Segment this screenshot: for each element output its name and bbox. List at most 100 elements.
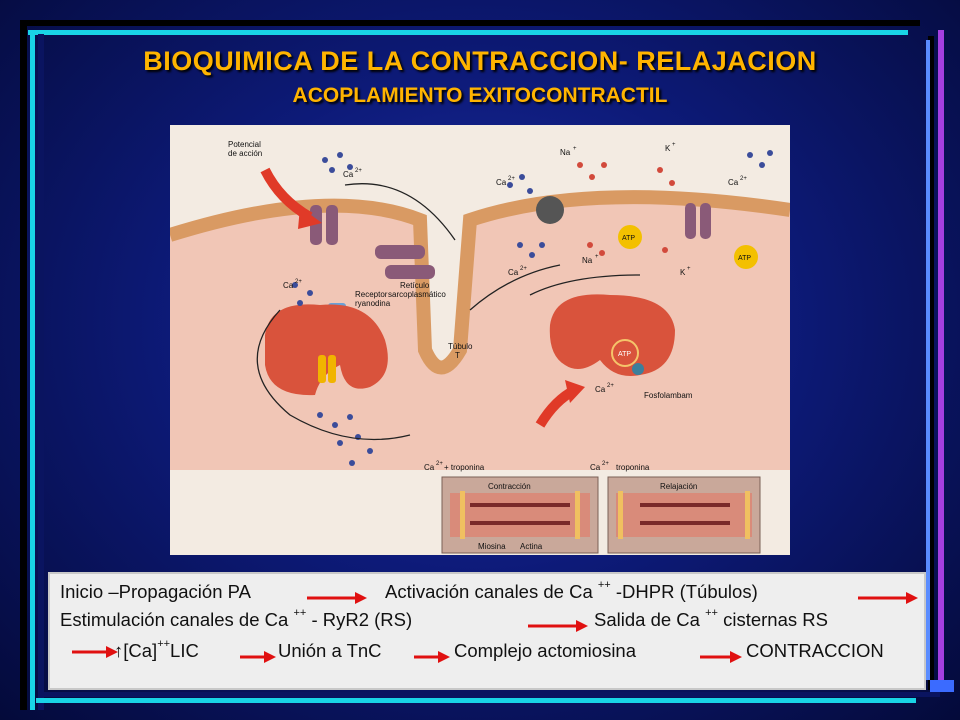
ca-dot bbox=[767, 150, 773, 156]
label-contraccion: Contracción bbox=[488, 482, 531, 491]
ca-dot bbox=[317, 412, 323, 418]
label-ca-6: Ca bbox=[595, 385, 606, 394]
label-relajacion: Relajación bbox=[660, 482, 697, 491]
dhpr-channel-left bbox=[310, 205, 322, 245]
line1-inicio: Inicio –Propagación PA bbox=[60, 581, 251, 603]
frame-bar-top-black bbox=[20, 20, 920, 26]
ca-dot bbox=[519, 174, 525, 180]
ca-dot bbox=[329, 167, 335, 173]
sarcoplasmic-reticulum-left bbox=[265, 304, 388, 396]
label-na-1-charge: + bbox=[573, 146, 577, 152]
k-dot bbox=[669, 180, 675, 186]
k-dot bbox=[657, 167, 663, 173]
ca-dot bbox=[349, 460, 355, 466]
label-ca-troponina-left: Ca bbox=[424, 463, 435, 472]
ca-dot bbox=[527, 188, 533, 194]
label-ca-1-charge: 2+ bbox=[355, 168, 362, 174]
z-line-right-c bbox=[575, 491, 580, 539]
label-ca-1: Ca bbox=[343, 170, 354, 179]
ca-dot bbox=[337, 440, 343, 446]
ca-dot bbox=[322, 157, 328, 163]
line2-sup-c: ++ bbox=[705, 607, 718, 619]
label-na-1: Na bbox=[560, 148, 571, 157]
k-channel-left bbox=[685, 203, 696, 239]
ca-dot bbox=[367, 448, 373, 454]
cytoplasm bbox=[170, 197, 790, 470]
label-receptor-1: Receptor bbox=[355, 290, 388, 299]
label-ca-5-charge: 2+ bbox=[740, 176, 747, 182]
na-dot bbox=[599, 250, 605, 256]
frame-bar-left-cyan bbox=[30, 30, 35, 710]
label-troponina-left: + troponina bbox=[444, 463, 485, 472]
frame-bar-left-navy bbox=[38, 34, 44, 710]
ca-dot bbox=[337, 152, 343, 158]
label-ca-3-charge: 2+ bbox=[508, 176, 515, 182]
diagram-svg: Potencial de acción Ca 2+ Ca 2+ Ca 2+ Ca… bbox=[167, 125, 792, 555]
label-na-2-charge: + bbox=[595, 254, 599, 260]
label-troponina-right: troponina bbox=[616, 463, 650, 472]
sarcomere-contraction-fill bbox=[450, 493, 590, 537]
frame-bar-right-black bbox=[928, 36, 934, 690]
exchanger-gear bbox=[536, 196, 564, 224]
label-ca-2-charge: 2+ bbox=[295, 279, 302, 285]
label-k-2-charge: + bbox=[687, 266, 691, 272]
ca-dot bbox=[759, 162, 765, 168]
label-k-2: K bbox=[680, 268, 686, 277]
label-tubulo-1: Túbulo bbox=[448, 342, 473, 351]
ca-dot bbox=[292, 282, 298, 288]
ca-dot bbox=[307, 290, 313, 296]
ryanodine-receptor-bottom bbox=[385, 265, 435, 279]
slide-title: BIOQUIMICA DE LA CONTRACCION- RELAJACION bbox=[143, 46, 817, 76]
ca-dot bbox=[517, 242, 523, 248]
label-miosina: Miosina bbox=[478, 542, 506, 551]
label-ca-4: Ca bbox=[508, 268, 519, 277]
label-ca-3: Ca bbox=[496, 178, 507, 187]
ryanodine-receptor-top bbox=[375, 245, 425, 259]
myosin-filament-c2 bbox=[470, 521, 570, 525]
ca-dot bbox=[539, 242, 545, 248]
label-receptor-2: ryanodina bbox=[355, 299, 391, 308]
slide-subtitle: ACOPLAMIENTO EXITOCONTRACTIL bbox=[292, 84, 668, 107]
z-line-left-r bbox=[618, 491, 623, 539]
label-k-1-charge: + bbox=[672, 142, 676, 148]
atp-pump-right-sr bbox=[611, 339, 639, 367]
label-na-2: Na bbox=[582, 256, 593, 265]
myosin-filament-r1 bbox=[640, 503, 730, 507]
line1-activacion: Activación canales de Ca ++ -DHPR (Túbul… bbox=[385, 579, 758, 603]
label-potencial-2: de acción bbox=[228, 149, 262, 158]
label-atp-2: ATP bbox=[738, 255, 751, 262]
sr-channel-b bbox=[328, 355, 336, 383]
na-dot bbox=[587, 242, 593, 248]
ca-path-4 bbox=[529, 274, 641, 296]
arrow-red-5 bbox=[240, 651, 276, 663]
na-dot bbox=[577, 162, 583, 168]
ca-path-2 bbox=[256, 309, 411, 441]
arrow-red-3 bbox=[528, 620, 588, 632]
na-dot bbox=[589, 174, 595, 180]
arrow-red-7 bbox=[700, 651, 742, 663]
arrow-red-1 bbox=[307, 592, 367, 604]
line1-dhpr-text: -DHPR (Túbulos) bbox=[615, 581, 758, 602]
line2-ryr2-text: - RyR2 (RS) bbox=[311, 609, 413, 630]
label-ca-troponina-left-charge: 2+ bbox=[436, 461, 443, 467]
label-ca-5: Ca bbox=[728, 178, 739, 187]
atp-pump-2 bbox=[734, 245, 758, 269]
relaxation-arrowhead bbox=[565, 380, 585, 403]
line3-lic-text: LIC bbox=[170, 640, 199, 661]
frame-bar-bottom-navy bbox=[40, 692, 940, 697]
ca-dot bbox=[332, 422, 338, 428]
arrow-red-6 bbox=[414, 651, 450, 663]
ca-path-3 bbox=[469, 264, 561, 311]
line3-contraccion: CONTRACCION bbox=[746, 640, 884, 661]
myosin-filament-r2 bbox=[640, 521, 730, 525]
line2-sup-a: ++ bbox=[293, 607, 307, 619]
line2-salida-text: Salida de Ca bbox=[594, 609, 700, 630]
frame-bar-left-black bbox=[20, 20, 27, 710]
up-arrow-icon: ↑ bbox=[114, 640, 124, 661]
sarcoplasmic-reticulum-right bbox=[549, 294, 675, 376]
line3-ca-lic: ↑[Ca]++LIC bbox=[114, 638, 199, 662]
line2-estimulacion-text: Estimulación canales de Ca bbox=[60, 609, 289, 630]
label-atp-sr: ATP bbox=[618, 351, 631, 358]
k-dot bbox=[662, 247, 668, 253]
arrow-red-2 bbox=[858, 592, 918, 604]
